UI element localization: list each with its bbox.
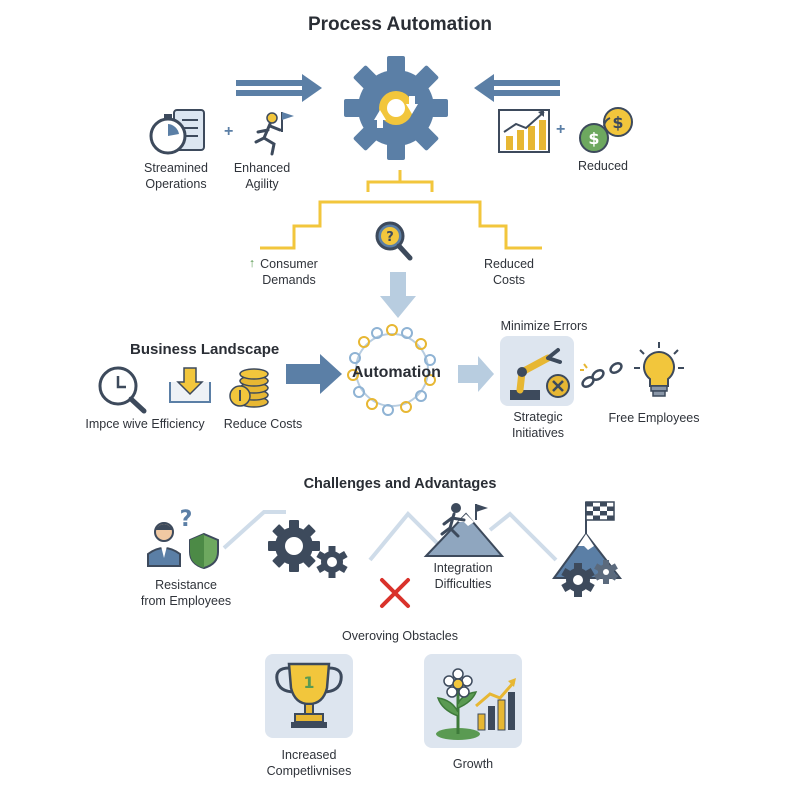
cross-icon: [380, 578, 410, 608]
gear-icon: [344, 56, 448, 160]
employee-question-icon: ?: [147, 507, 193, 567]
business-landscape-title: Business Landscape: [130, 341, 280, 358]
label-free-employees: Free Employees: [608, 411, 700, 425]
right-arrow-icon: [286, 354, 342, 394]
coin-stack-icon: [229, 368, 269, 408]
label-reduced-costs: Reduced Costs: [483, 257, 535, 287]
gears-icon: [268, 520, 348, 578]
shield-icon: [189, 532, 219, 570]
magnifier-question-icon: ?: [375, 221, 413, 261]
label-overcoming-obstacles: Overoving Obstacles: [341, 629, 459, 643]
mountain-flag-gears-icon: [552, 501, 623, 597]
svg-text:?: ?: [180, 507, 193, 532]
lightbulb-icon: [634, 342, 684, 397]
dollar-coins-icon: $ $: [579, 107, 633, 153]
label-growth: Growth: [452, 757, 494, 771]
label-reduce-costs: Reduce Costs: [223, 417, 303, 431]
download-tray-icon: [169, 367, 211, 403]
label-consumer-demands: Consumer Demands: [260, 257, 318, 287]
down-arrow-icon: [380, 272, 416, 318]
path-connector: [222, 510, 558, 562]
label-strategic-initiatives: Strategic Initiatives: [511, 410, 565, 440]
bar-chart-icon: [498, 109, 550, 153]
right-arrow-icon: [458, 356, 494, 392]
label-improve-efficiency: Impce wive Efficiency: [85, 417, 205, 431]
climber-mountain-icon: [423, 503, 505, 557]
label-resistance: Resistance from Employees: [140, 578, 232, 608]
plus-sign: +: [556, 121, 566, 138]
runner-flag-icon: [254, 112, 294, 156]
plus-sign: +: [224, 123, 234, 140]
label-competitiveness: Increased Competlivnises: [266, 748, 352, 778]
consumer-up-arrow: ↑: [248, 256, 256, 270]
svg-text:1: 1: [303, 673, 314, 692]
label-minimize-errors: Minimize Errors: [500, 319, 588, 333]
svg-text:?: ?: [386, 230, 394, 245]
automation-ring: [347, 324, 436, 416]
decision-bracket: [260, 170, 542, 250]
automation-label: Automation: [352, 364, 441, 381]
challenges-title: Challenges and Advantages: [303, 476, 497, 492]
robot-arm-icon: [510, 348, 570, 400]
right-arrow-icon: [236, 74, 322, 102]
label-enhanced-agility: Enhanced Agility: [233, 161, 291, 191]
broken-chain-icon: [580, 361, 623, 389]
svg-text:$: $: [588, 129, 599, 148]
page-title: Process Automation: [307, 14, 493, 35]
label-reduced: Reduced: [577, 159, 629, 173]
label-streamlined-operations: Streamined Operations: [144, 161, 208, 191]
plant-growth-chart-icon: [436, 668, 516, 740]
trophy-icon: 1: [275, 662, 343, 728]
label-integration: Integration Difficulties: [433, 561, 493, 591]
svg-text:$: $: [612, 113, 623, 132]
clock-magnifier-icon: [98, 366, 147, 414]
left-arrow-icon: [474, 74, 560, 102]
stopwatch-checklist-icon: [149, 109, 205, 155]
